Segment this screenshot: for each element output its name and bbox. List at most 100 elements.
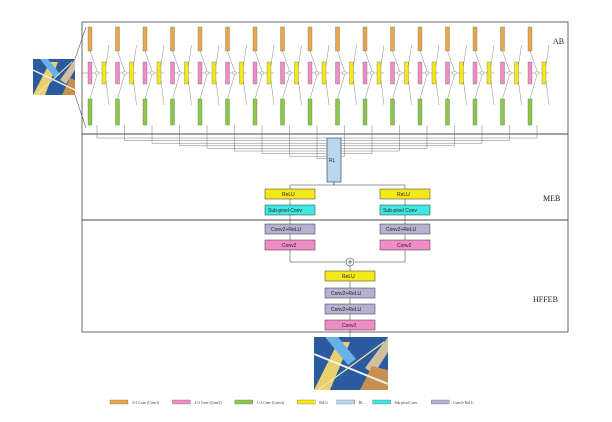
conv2-block	[307, 61, 313, 85]
ab-connector	[160, 80, 165, 106]
conv1-block	[142, 26, 148, 52]
hffeb-relu-label: ReLU	[342, 274, 355, 280]
legend-label: Sub-pixel Conv	[395, 401, 418, 405]
hffeb-conv2relu-b-label: Conv2+ReLU	[331, 307, 362, 313]
conv2-block	[417, 61, 423, 85]
rl-feed-line	[341, 125, 538, 139]
legend-swatch	[234, 399, 253, 405]
meb-left-subpixel-label: Sub-pixel Conv	[268, 208, 302, 214]
ab-connector	[270, 44, 275, 66]
conv3-block	[280, 98, 285, 126]
relu-block	[431, 61, 437, 85]
output-image	[313, 337, 389, 391]
hffeb-frame	[81, 219, 569, 333]
rl-feed-line	[179, 125, 327, 147]
ab-connector	[172, 74, 180, 100]
input-image	[32, 59, 76, 96]
conv3-block	[445, 98, 450, 126]
ab-connector	[337, 50, 345, 72]
conv1-block	[472, 26, 478, 52]
add-node	[287, 71, 292, 75]
hffeb-conv2relu-a-label: Conv2+ReLU	[331, 291, 362, 297]
ab-connector	[133, 80, 137, 106]
ab-connector	[117, 50, 125, 72]
relu-block	[101, 61, 107, 85]
conv1-block	[197, 26, 203, 52]
rl-feed-line	[316, 125, 327, 160]
conv3-block	[500, 98, 505, 126]
ab-connector	[392, 74, 400, 100]
conv2-block	[362, 61, 368, 85]
ab-group	[225, 26, 247, 126]
conv1-block	[500, 26, 505, 52]
ab-connector	[243, 80, 247, 106]
ab-group	[142, 26, 165, 126]
conv1-block	[252, 26, 258, 52]
ab-group	[417, 26, 440, 126]
conv1-block	[527, 26, 533, 52]
relu-block	[486, 61, 492, 85]
conv3-block	[170, 98, 175, 126]
zoom-line-bottom	[74, 94, 87, 129]
ab-connector	[364, 74, 373, 100]
ab-connector	[474, 50, 483, 72]
ab-connector	[243, 44, 247, 66]
conv2-block	[472, 61, 478, 85]
ab-group	[280, 26, 302, 126]
meb-label: MEB	[543, 194, 560, 203]
conv2-block	[527, 61, 533, 85]
add-node	[122, 71, 127, 75]
conv1-block	[362, 26, 368, 52]
ab-connector	[298, 44, 302, 66]
add-node	[425, 71, 429, 75]
meb-right-conv2-label: Conv2	[397, 243, 412, 249]
relu-block	[156, 61, 162, 85]
legend-swatch	[372, 399, 391, 405]
relu-block	[294, 61, 299, 85]
conv3-block	[390, 98, 395, 126]
conv3-block	[527, 98, 533, 126]
hffeb-label: HFFEB	[533, 295, 558, 304]
ab-connector	[408, 80, 412, 106]
conv2-block	[197, 61, 203, 85]
rl-label: RL	[329, 158, 336, 164]
ab-connector	[408, 44, 412, 66]
meb-right-subpixel-label: Sub-pixel Conv	[383, 208, 417, 214]
legend-item: 3×3 Conv (Conv2)	[172, 399, 222, 405]
ab-group	[170, 26, 192, 126]
ab-connector	[364, 50, 373, 72]
legend-label: RL	[359, 401, 364, 405]
legend-swatch	[431, 399, 450, 405]
conv2-block	[142, 61, 148, 85]
legend-label: 1×3 Conv (Conv3)	[257, 401, 285, 405]
ab-connector	[502, 50, 510, 72]
conv2-block	[170, 61, 175, 85]
ab-connector	[545, 80, 550, 106]
ab-connector	[144, 74, 153, 100]
ab-connector	[435, 80, 440, 106]
rl-feed-line	[341, 125, 400, 152]
conv3-block	[335, 98, 340, 126]
legend-item: 3×1 Conv (Conv1)	[109, 399, 160, 405]
ab-connector	[490, 44, 495, 66]
add-node	[535, 71, 539, 75]
conv3-block	[417, 98, 423, 126]
ab-connector	[353, 44, 357, 66]
ab-connector	[117, 74, 125, 100]
rl-feed-line	[341, 125, 373, 154]
ab-connector	[325, 80, 330, 106]
ab-group	[115, 26, 137, 126]
conv2-block	[335, 61, 340, 85]
zoom-line-top	[74, 26, 87, 60]
conv2-block	[280, 61, 285, 85]
ab-connector	[144, 50, 153, 72]
conv2-block	[252, 61, 258, 85]
add-node	[507, 71, 512, 75]
ab-connector	[188, 44, 192, 66]
conv3-block	[472, 98, 478, 126]
legend-label: Conv2+ReLU	[453, 401, 474, 405]
conv2-block	[225, 61, 230, 85]
ab-group	[362, 26, 385, 126]
meb-frame	[81, 133, 569, 221]
